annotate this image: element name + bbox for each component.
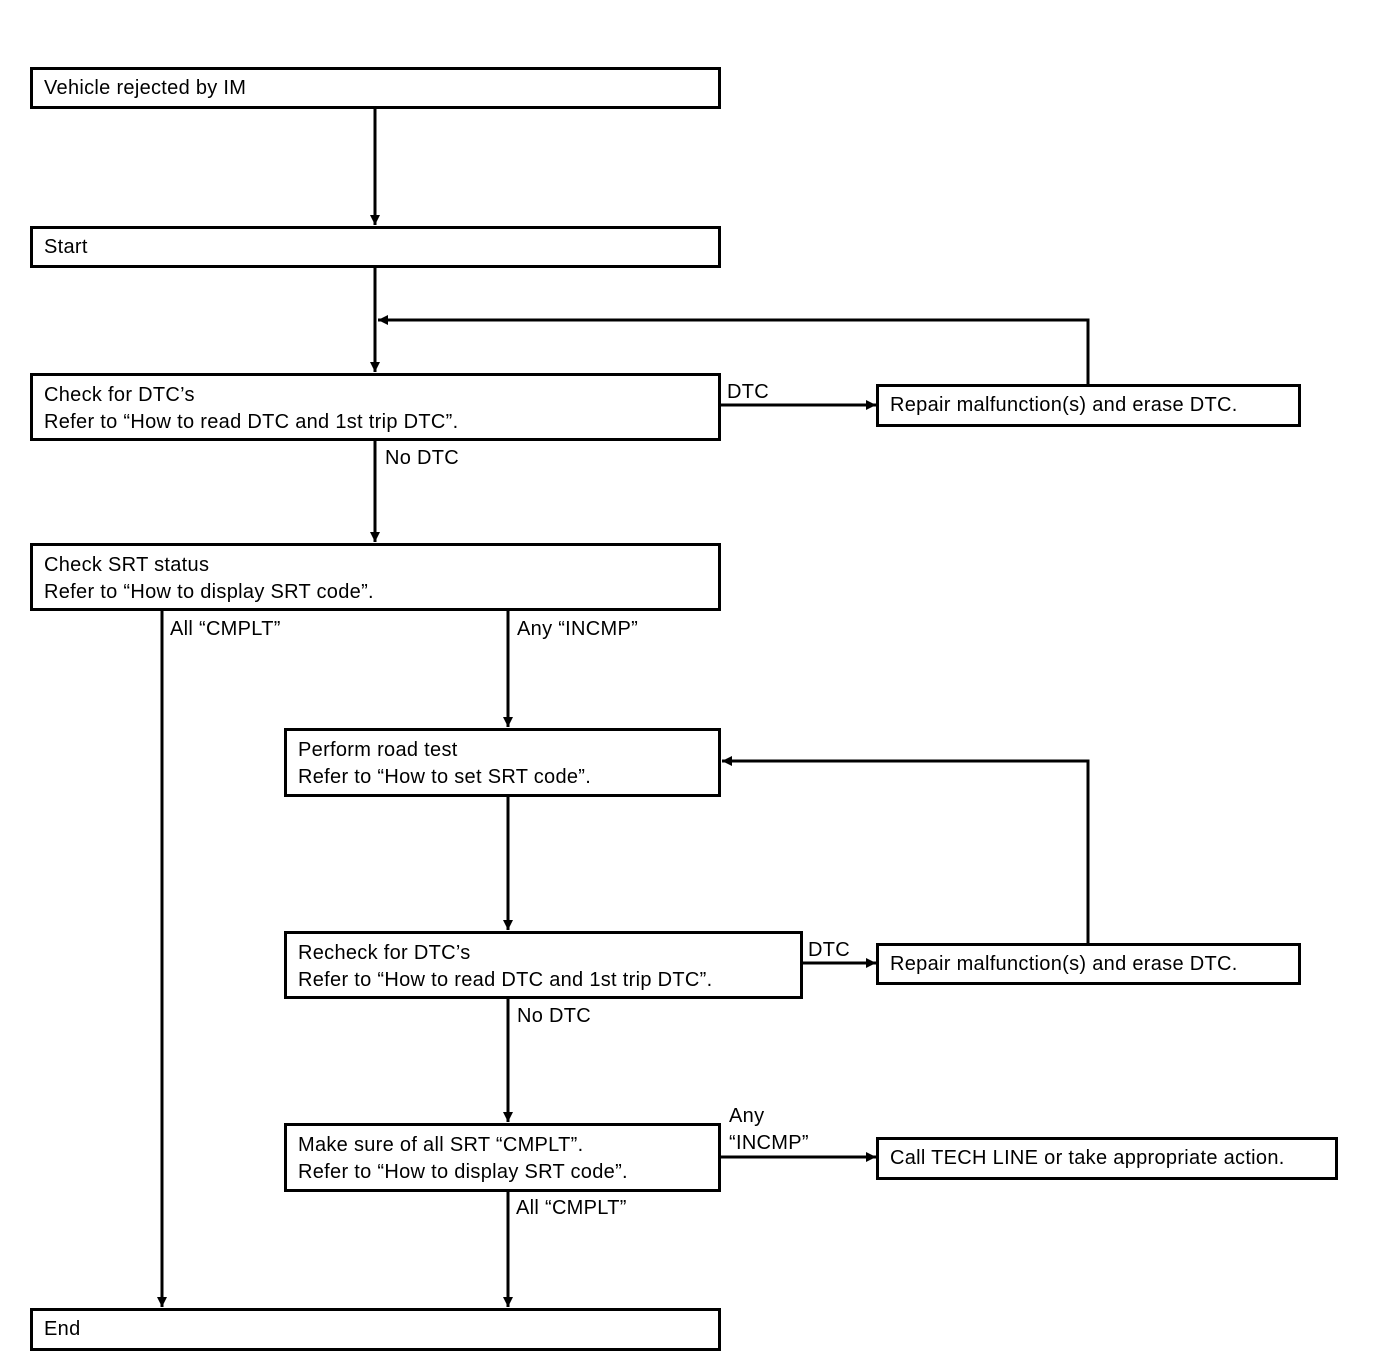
edge-label-all-cmplt-1: All “CMPLT” (170, 618, 281, 640)
edge-label-no-dtc-2: No DTC (517, 1005, 592, 1027)
end-text: End (44, 1318, 81, 1340)
call-tech-text: Call TECH LINE or take appropriate actio… (890, 1147, 1285, 1169)
edge-label-no-dtc-1: No DTC (385, 447, 460, 469)
make-sure-line-1: Make sure of all SRT “CMPLT”. (298, 1134, 584, 1156)
end-box: End (30, 1308, 721, 1351)
repair-box-1: Repair malfunction(s) and erase DTC. (876, 384, 1301, 427)
repair-text-2: Repair malfunction(s) and erase DTC. (890, 953, 1238, 975)
edge-label-any-incmp-2-line-2: “INCMP” (729, 1132, 809, 1154)
check-srt-line-2: Refer to “How to display SRT code”. (44, 581, 374, 603)
road-test-line-2: Refer to “How to set SRT code”. (298, 766, 592, 788)
vehicle-rejected-text: Vehicle rejected by IM (44, 77, 247, 99)
arrow-repair-loop-back (378, 315, 1090, 384)
recheck-dtc-line-1: Recheck for DTC’s (298, 942, 471, 964)
check-dtc-line-2: Refer to “How to read DTC and 1st trip D… (44, 411, 459, 433)
edge-label-any-incmp-2-line-1: Any (729, 1105, 765, 1127)
make-sure-line-2: Refer to “How to display SRT code”. (298, 1161, 628, 1183)
road-test-line-1: Perform road test (298, 739, 458, 761)
call-tech-box: Call TECH LINE or take appropriate actio… (876, 1137, 1338, 1180)
arrow-repair-loop-to-road-test (722, 756, 1090, 943)
recheck-dtc-line-2: Refer to “How to read DTC and 1st trip D… (298, 969, 713, 991)
edge-label-any-incmp-1: Any “INCMP” (517, 618, 639, 640)
edge-label-dtc-2: DTC (808, 939, 851, 961)
edge-label-all-cmplt-2: All “CMPLT” (516, 1197, 627, 1219)
repair-text-1: Repair malfunction(s) and erase DTC. (890, 394, 1238, 416)
edge-label-any-incmp-2: Any “INCMP” (729, 1103, 809, 1157)
road-test-box: Perform road test Refer to “How to set S… (284, 728, 721, 797)
check-srt-line-1: Check SRT status (44, 554, 210, 576)
recheck-dtc-box: Recheck for DTC’s Refer to “How to read … (284, 931, 803, 999)
start-text: Start (44, 236, 88, 258)
vehicle-rejected-box: Vehicle rejected by IM (30, 67, 721, 109)
start-box: Start (30, 226, 721, 268)
make-sure-box: Make sure of all SRT “CMPLT”. Refer to “… (284, 1123, 721, 1192)
check-dtc-line-1: Check for DTC’s (44, 384, 195, 406)
repair-box-2: Repair malfunction(s) and erase DTC. (876, 943, 1301, 985)
check-dtc-box: Check for DTC’s Refer to “How to read DT… (30, 373, 721, 441)
check-srt-box: Check SRT status Refer to “How to displa… (30, 543, 721, 611)
edge-label-dtc-1: DTC (727, 381, 770, 403)
